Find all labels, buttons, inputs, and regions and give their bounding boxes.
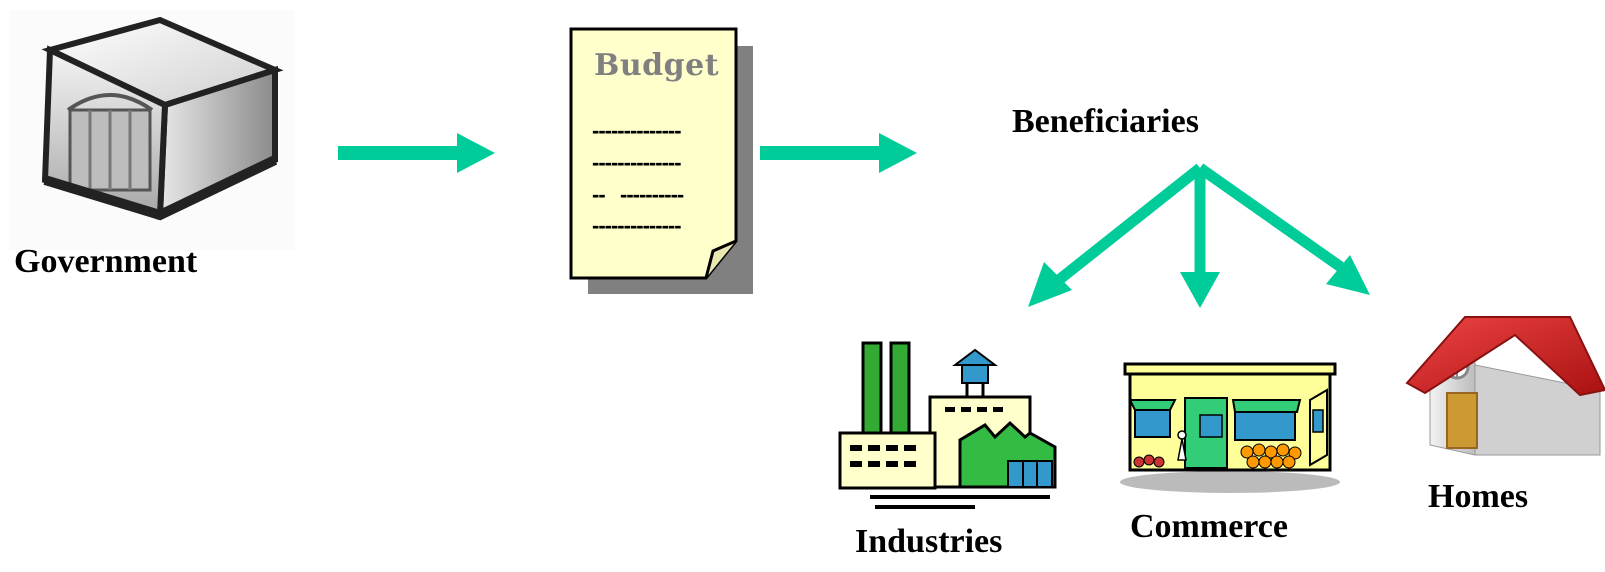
government-label: Government — [14, 243, 198, 280]
arrowhead-homes — [1326, 255, 1370, 295]
arrow-budget-to-beneficiaries — [757, 130, 922, 176]
budget-line-4: -------------- — [592, 213, 682, 238]
industries-label: Industries — [855, 523, 1003, 560]
branch-arrows — [1000, 150, 1390, 320]
budget-title: Budget — [594, 48, 720, 83]
commerce-label: Commerce — [1130, 508, 1288, 545]
arrow-government-to-budget — [335, 130, 500, 176]
arrowhead-commerce — [1180, 272, 1220, 308]
arrowhead-industries — [1028, 262, 1072, 307]
factory-icon — [835, 335, 1060, 510]
budget-line-1: -------------- — [592, 118, 682, 143]
homes-label: Homes — [1428, 478, 1529, 515]
beneficiaries-label: Beneficiaries — [1012, 103, 1199, 140]
storefront-icon — [1115, 360, 1345, 495]
budget-document-icon — [568, 26, 758, 298]
government-building-icon — [10, 10, 295, 250]
budget-line-3: -- ---------- — [592, 182, 684, 207]
budget-line-2: -------------- — [592, 150, 682, 175]
house-icon — [1405, 315, 1605, 465]
